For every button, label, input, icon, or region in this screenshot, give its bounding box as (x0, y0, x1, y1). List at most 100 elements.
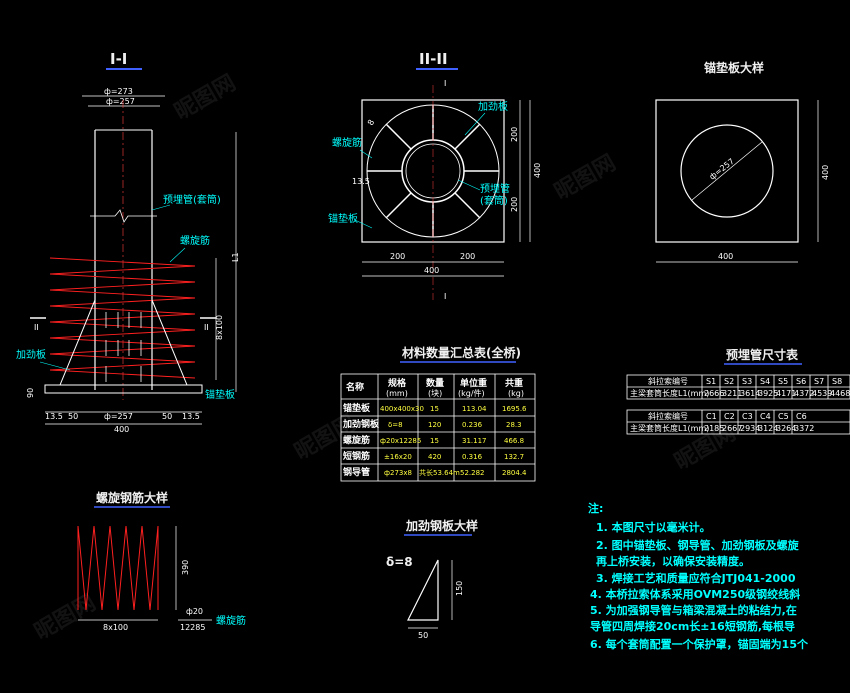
val: 2666 (704, 389, 724, 398)
note-line: 3. 焊接工艺和质量应符合JTJ041-2000 (596, 571, 796, 585)
dim-bar-dia: ф20 (186, 607, 203, 616)
thickness-label: δ=8 (386, 555, 413, 569)
dim-bottom: 8x100 (103, 623, 128, 632)
note-line: 2. 图中锚垫板、钢导管、加劲钢板及螺旋 (596, 538, 800, 552)
note-line: 1. 本图尺寸以毫米计。 (596, 520, 711, 534)
dim-L1: L1 (231, 252, 240, 262)
header-total-unit: (kg) (508, 389, 524, 398)
note-line: 6. 每个套筒配置一个保护罩，锚固端为15个 (590, 637, 809, 651)
spiral-zigzag (77, 525, 159, 611)
dim-bottom-1: 13.5 (45, 412, 63, 421)
dim-bottom: 50 (418, 631, 428, 640)
dim-pitch: 8x100 (215, 315, 224, 340)
short-rebars (105, 312, 142, 382)
code: C1 (706, 412, 717, 421)
section-mark-left: II (34, 323, 39, 332)
notes-heading: 注: (588, 501, 603, 515)
label-stiffener: 加劲板 (16, 348, 46, 361)
val: 2667 (722, 424, 742, 433)
dim-bottom-total: 400 (424, 266, 439, 275)
label-spiral: 螺旋筋 (216, 614, 246, 627)
code: C4 (760, 412, 771, 421)
pipe-table-title: 预埋管尺寸表 (726, 347, 799, 362)
val: 2934 (740, 424, 760, 433)
code: C5 (778, 412, 789, 421)
leader-line (169, 247, 186, 263)
cell: ф273x8 (384, 469, 412, 477)
section-1-title: I-I (110, 50, 127, 68)
note-line: 4. 本桥拉索体系采用OVM250级钢绞线斜 (590, 587, 800, 601)
dim-side: 13.5 (352, 177, 370, 186)
note-line: 5. 为加强钢导管与箱梁混凝土的粘结力,在 (590, 603, 797, 617)
row1-label: 斜拉索编号 (648, 376, 688, 386)
dim-inner-dia: ф=257 (106, 97, 135, 106)
note-line: 导管四周焊接20cm长±16短钢筋,每根导 (590, 619, 795, 633)
val: 4171 (776, 389, 796, 398)
dim-right-2: 200 (510, 197, 519, 212)
code: S5 (778, 377, 788, 386)
dim-hole: ф=257 (708, 157, 736, 182)
cell: 0.236 (462, 421, 483, 429)
dim-right-1: 200 (510, 127, 519, 142)
code: S4 (760, 377, 770, 386)
materials-rows: 锚垫板 400x400x30 15 113.04 1695.6 加劲钢板 δ=8… (342, 402, 527, 478)
label-pipe-1: 预埋管 (480, 182, 510, 195)
section-1-1: I-I ф=273 ф=257 L1 (16, 50, 240, 434)
code: S7 (814, 377, 824, 386)
dim-bottom-5: 13.5 (182, 412, 200, 421)
row3-label: 斜拉索编号 (648, 411, 688, 421)
cell: 锚垫板 (343, 402, 371, 414)
header-name: 名称 (346, 381, 364, 393)
val: 3264 (776, 424, 796, 433)
code: S8 (832, 377, 842, 386)
cell: 钢导管 (343, 466, 370, 478)
val: 3372 (794, 424, 814, 433)
code: S6 (796, 377, 806, 386)
leader-line (151, 204, 171, 211)
dim-bottom-2: 200 (460, 252, 475, 261)
cell: 15 (430, 405, 439, 413)
spiral-rebar (49, 257, 196, 379)
cell: 466.8 (504, 437, 524, 445)
val: 4468 (830, 389, 850, 398)
cell: 113.04 (462, 405, 487, 413)
code: C2 (724, 412, 735, 421)
code: S1 (706, 377, 716, 386)
header-unit-weight: 单位重 (460, 377, 487, 389)
row4-label: 主梁套筒长度L1(mm) (630, 423, 709, 433)
label-anchor-plate: 锚垫板 (205, 388, 235, 401)
header-qty: 数量 (426, 377, 444, 389)
label-pipe: 预埋管(套筒) (163, 193, 221, 206)
cell: 28.3 (506, 421, 522, 429)
code: C6 (796, 412, 807, 421)
materials-header: 名称 规格 (mm) 数量 (块) 单位重 (kg/件) 共重 (kg) (346, 377, 524, 398)
watermark-text: 昵图网 (171, 71, 241, 126)
cell: ф20x12285 (380, 437, 421, 445)
val: 3211 (722, 389, 742, 398)
stiffener-detail: 加劲钢板大样 δ=8 150 50 (386, 518, 478, 640)
label-stiffener: 加劲板 (478, 100, 508, 113)
cut-mark-top: I (444, 79, 446, 88)
plate-detail-title: 锚垫板大样 (704, 60, 764, 75)
cell: 短钢筋 (343, 450, 370, 462)
header-total: 共重 (505, 377, 523, 389)
cell: δ=8 (388, 421, 403, 429)
dim-bottom-1: 200 (390, 252, 405, 261)
code: C3 (742, 412, 753, 421)
label-pipe-2: (套筒) (480, 194, 508, 207)
cell: 螺旋筋 (343, 434, 370, 446)
cell: 31.117 (462, 437, 487, 445)
dim-outer-dia: ф=273 (104, 87, 133, 96)
section-mark-right: II (204, 323, 209, 332)
spiral-detail-title: 螺旋钢筋大样 (96, 490, 168, 505)
dim-90: 90 (26, 388, 35, 398)
val: 3925 (758, 389, 778, 398)
cell: 52.282 (460, 469, 485, 477)
dim-thickness: 8 (366, 118, 376, 127)
leader-line (457, 179, 481, 191)
dim-line (691, 141, 763, 201)
stiffener-detail-title: 加劲钢板大样 (405, 518, 478, 533)
cell: 400x400x30 (380, 405, 424, 413)
cell: 2804.4 (502, 469, 527, 477)
